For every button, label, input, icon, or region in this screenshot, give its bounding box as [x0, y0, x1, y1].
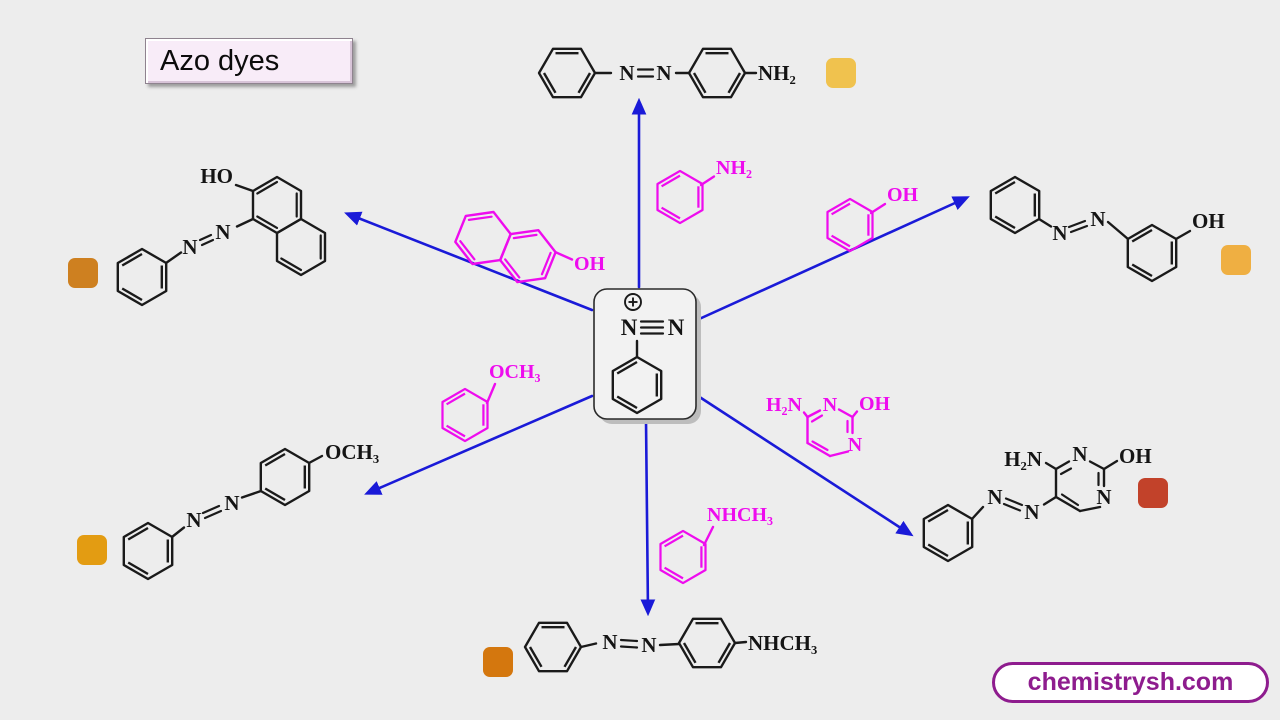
watermark-link[interactable]: chemistrysh.com — [992, 662, 1269, 703]
reagent-naphthol: OH — [454, 210, 606, 284]
benzene-ring — [687, 47, 747, 99]
azo-n2-label: N — [656, 61, 671, 85]
hydroxyl-label: OH — [859, 393, 891, 415]
benzene-ring — [116, 247, 168, 307]
arrow-downright-azopyrimidinol — [696, 394, 914, 537]
benzene-ring — [659, 529, 707, 585]
benzene-ring — [537, 47, 597, 99]
arrow-upright-hydroxyazobenzene — [695, 196, 970, 322]
benzene-ring — [989, 175, 1041, 235]
reagent-phenol: OH — [826, 184, 919, 253]
benzene-ring — [122, 521, 174, 581]
azo-n1-label: N — [215, 220, 230, 244]
azo-n1-label: N — [1052, 221, 1067, 245]
product-phenylazo-naphthol: HO N N — [68, 164, 327, 307]
azo-n1-label: N — [987, 485, 1002, 509]
ring-nitrogen-top-label: N — [823, 394, 838, 416]
reagent-anisole: OCH₃ — [441, 361, 541, 443]
azo-double-bond — [1067, 219, 1089, 234]
ring-nitrogen-top-label: N — [1072, 442, 1087, 466]
triple-bond — [639, 320, 665, 335]
azo-n1-label: N — [186, 508, 201, 532]
color-swatch — [1138, 478, 1168, 508]
hydroxyl-label: OH — [1119, 444, 1152, 468]
color-swatch — [826, 58, 856, 88]
coupling-arrows — [344, 97, 970, 617]
diazonium-n2-label: N — [668, 315, 685, 340]
naphthalene-rings — [251, 175, 327, 277]
benzene-ring — [523, 621, 583, 673]
benzene-ring — [259, 447, 311, 507]
color-swatch — [483, 647, 513, 677]
azo-n2-label: N — [1090, 207, 1105, 231]
benzene-ring — [677, 617, 737, 669]
color-swatch — [77, 535, 107, 565]
benzene-ring — [922, 503, 974, 563]
product-aminoazobenzene: N N NH₂ — [537, 47, 856, 99]
azo-n2-label: N — [641, 633, 656, 657]
benzene-ring — [441, 387, 489, 443]
naphthalene-rings — [454, 210, 557, 284]
arrow-downleft-methoxyazobenzene — [364, 394, 594, 495]
substituent-label: HO — [200, 164, 233, 188]
product-hydroxyazobenzene: N N OH — [989, 175, 1251, 283]
amine-label: H₂N — [766, 394, 803, 416]
azo-n1-label: N — [619, 61, 634, 85]
page-title: Azo dyes — [145, 38, 353, 84]
ring-nitrogen-right-label: N — [848, 434, 863, 456]
color-swatch — [1221, 245, 1251, 275]
substituent-label: NHCH₃ — [748, 631, 817, 655]
substituent-label: OCH₃ — [325, 440, 379, 464]
azo-n2-label: N — [182, 235, 197, 259]
pyrimidine-ring — [806, 408, 854, 458]
azo-double-bond — [619, 638, 639, 649]
diazonium-n1-label: N — [621, 315, 638, 340]
azo-double-bond — [201, 504, 223, 520]
reagent-aniline: NH₂ — [656, 157, 752, 225]
azo-n1-label: N — [602, 630, 617, 654]
reagent-label: OCH₃ — [489, 361, 541, 383]
benzene-ring — [1126, 223, 1178, 283]
reagent-label: NH₂ — [716, 157, 752, 179]
product-methylaminoazobenzene: N N NHCH₃ — [483, 617, 817, 677]
substituent-label: NH₂ — [758, 61, 796, 85]
azo-double-bond — [636, 68, 655, 78]
amine-label: H₂N — [1004, 447, 1042, 471]
azo-n2-label: N — [1024, 500, 1039, 524]
color-swatch — [68, 258, 98, 288]
product-methoxyazobenzene: N N OCH₃ — [77, 440, 379, 581]
reagent-label: OH — [887, 184, 919, 206]
pyrimidine-ring — [1054, 460, 1106, 513]
azo-double-bond — [1002, 497, 1024, 512]
benzenediazonium-box: N N — [593, 288, 701, 424]
reagent-label: OH — [574, 253, 606, 275]
azo-double-bond — [198, 233, 215, 247]
product-azo-aminopyrimidinol: N N H₂N N OH N — [922, 442, 1168, 563]
central-box — [593, 288, 697, 420]
ring-nitrogen-right-label: N — [1096, 485, 1111, 509]
substituent-label: OH — [1192, 209, 1225, 233]
reagent-aminopyrimidinol: H₂N N OH N — [766, 393, 891, 458]
benzene-ring — [656, 169, 704, 225]
plus-charge-icon — [624, 293, 642, 311]
reagent-label: NHCH₃ — [707, 504, 773, 526]
azo-n2-label: N — [224, 491, 239, 515]
arrow-down-methylaminoazobenzene — [640, 418, 656, 617]
reagent-methylaniline: NHCH₃ — [659, 504, 773, 585]
